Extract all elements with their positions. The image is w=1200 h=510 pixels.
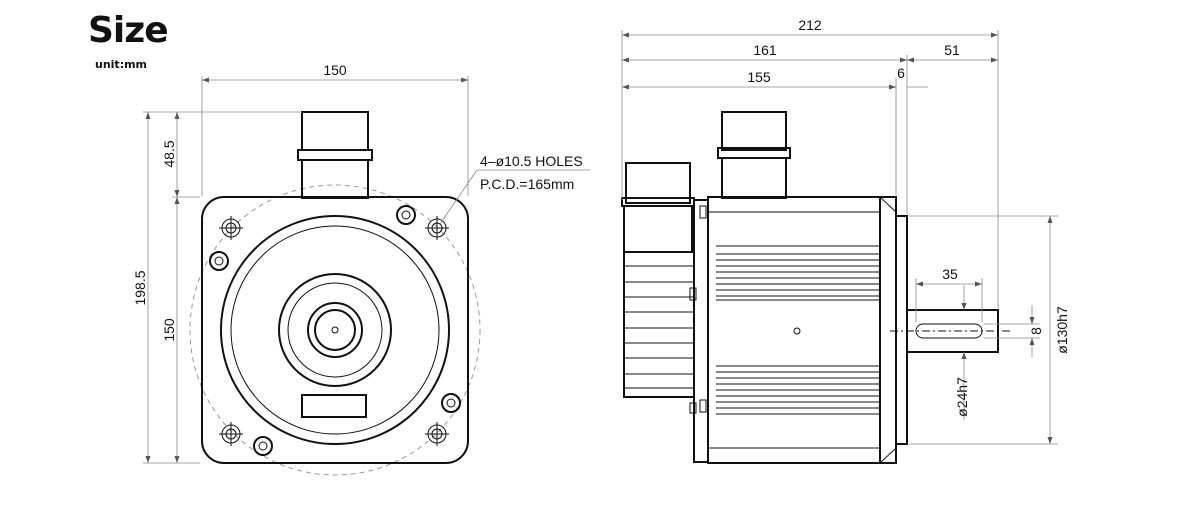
flange-square — [201, 196, 469, 464]
front-connector — [297, 111, 373, 199]
screws — [209, 205, 461, 456]
hole-note-line2: P.C.D.=165mm — [480, 176, 574, 192]
unit-label: unit:mm — [95, 58, 148, 71]
front-dimensions — [143, 76, 590, 464]
encoder-housing — [621, 162, 709, 463]
key-width-dim-label: 8 — [1028, 327, 1044, 335]
flange-thickness-dim-label: 6 — [897, 65, 905, 81]
motor-body — [707, 196, 897, 464]
pcd-circle — [189, 184, 481, 476]
cooling-fins — [716, 245, 880, 415]
total-height-dim-label: 198.5 — [132, 270, 148, 305]
width-dim-label: 150 — [323, 62, 347, 78]
shaft-length-dim-label: 51 — [944, 42, 960, 58]
mounting-holes — [219, 216, 449, 446]
side-dimensions — [621, 30, 1058, 445]
diagram-title: Size — [88, 10, 169, 51]
shaft-diameter-dim-label: ø24h7 — [954, 377, 970, 417]
flange-plate — [895, 215, 908, 445]
output-shaft — [906, 309, 999, 353]
spigot-diameter-dim-label: ø130h7 — [1054, 306, 1070, 354]
key-length-dim-label: 35 — [942, 266, 958, 282]
body-length-dim-label: 161 — [753, 42, 777, 58]
body-outer-circle — [220, 215, 450, 445]
front-view: 150 48.5 198.5 150 4–ø10.5 HOLES P.C.D.=… — [132, 62, 590, 476]
nameplate — [301, 394, 367, 418]
total-length-dim-label: 212 — [798, 17, 822, 33]
hole-note-line1: 4–ø10.5 HOLES — [480, 153, 583, 169]
side-view: 212 161 51 155 6 35 8 ø24h7 ø130h7 — [621, 17, 1070, 464]
shaft-circle — [307, 302, 363, 358]
connector-height-dim-label: 48.5 — [161, 140, 177, 167]
side-connector — [717, 111, 791, 199]
frame-length-dim-label: 155 — [747, 69, 771, 85]
spigot-circle — [278, 273, 392, 387]
flange-height-dim-label: 150 — [161, 318, 177, 342]
